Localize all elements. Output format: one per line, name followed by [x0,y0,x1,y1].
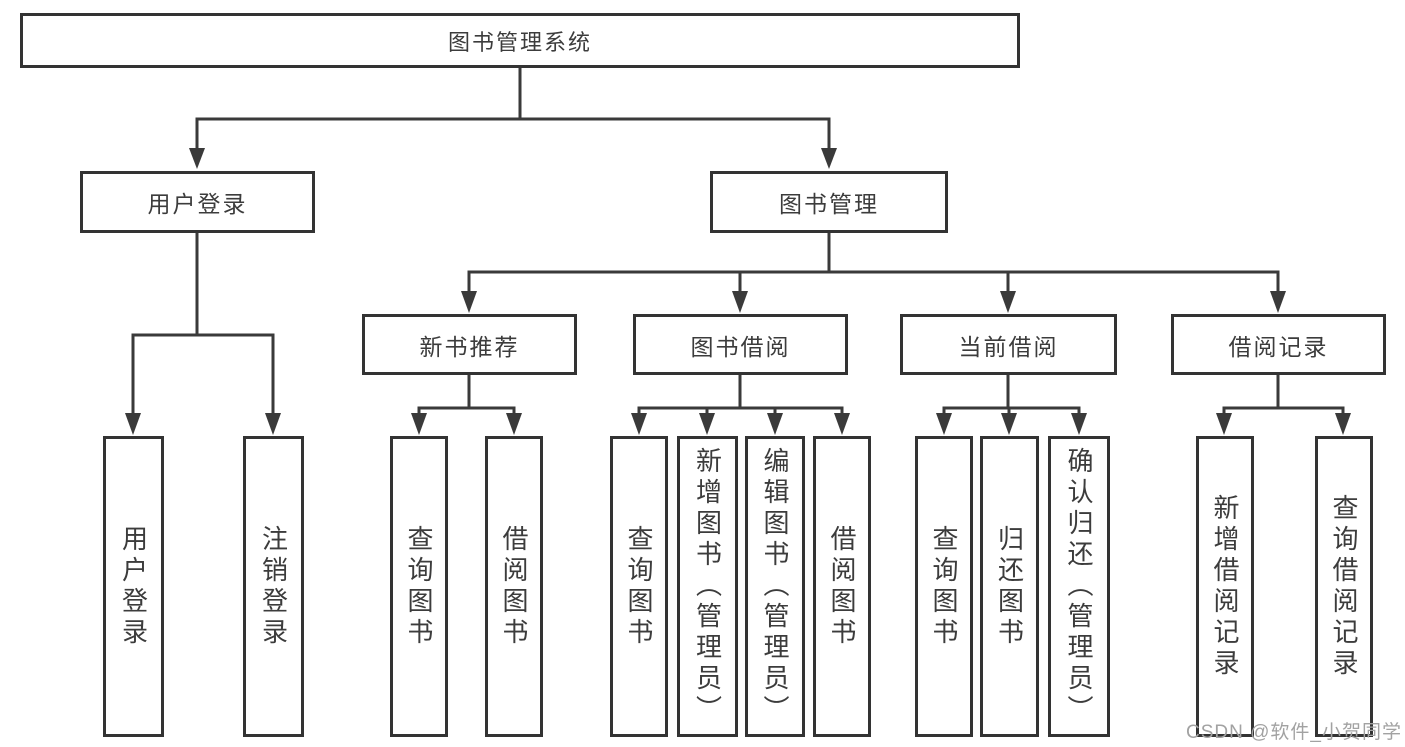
arrowhead-book-mgmt [821,148,837,169]
connector-book-borrow-to-leaves [637,375,844,416]
node-label: 归还图书 [994,524,1025,649]
leaf-return-book: 归还图书 [980,436,1039,737]
node-current-borrow: 当前借阅 [900,314,1117,375]
node-label: 当前借阅 [958,333,1059,360]
node-label: 新增图书（管理员） [692,447,723,726]
arrowhead-leaf-edit-book [767,413,783,435]
arrowhead-leaf-borrow-book-2 [834,413,850,435]
connector-root-to-level2 [195,68,831,152]
arrowhead-leaf-borrow-book-1 [506,413,522,435]
leaf-query-book-newbook: 查询图书 [390,436,448,737]
connector-current-borrow-to-leaves [942,375,1081,416]
node-label: 新书推荐 [419,333,520,360]
connector-new-book-to-leaves [417,375,516,416]
leaf-user-login: 用户登录 [103,436,164,737]
node-label: 用户登录 [147,191,248,217]
arrowhead-user-login [189,148,205,169]
leaf-logout: 注销登录 [243,436,304,737]
node-library-system: 图书管理系统 [20,13,1020,68]
node-label: 借阅图书 [499,524,529,649]
arrowhead-leaf-add-record [1216,413,1232,435]
node-borrow-records: 借阅记录 [1171,314,1386,375]
node-user-login: 用户登录 [80,171,315,233]
connector-book-mgmt-to-level3 [467,232,1280,294]
arrowhead-new-book [461,291,477,313]
arrowhead-leaf-query-book-2 [631,413,647,435]
node-new-book-recommend: 新书推荐 [362,314,577,375]
connector-user-login-to-leaves [131,232,275,416]
node-book-management: 图书管理 [710,171,948,233]
arrowhead-leaf-add-book [699,413,715,435]
leaf-edit-book-admin: 编辑图书（管理员） [745,436,805,737]
leaf-query-book-borrow: 查询图书 [610,436,668,737]
node-label: 确认归还（管理员） [1064,447,1094,726]
node-label: 查询图书 [404,524,434,649]
leaf-add-borrow-record: 新增借阅记录 [1196,436,1254,737]
arrowhead-leaf-return-book [1001,413,1017,435]
node-label: 编辑图书（管理员） [760,447,790,726]
arrowhead-leaf-query-record [1335,413,1351,435]
node-label: 借阅图书 [827,524,857,649]
node-label: 图书管理系统 [447,29,592,55]
arrowhead-current-borrow [1000,291,1016,313]
leaf-borrow-book-newbook: 借阅图书 [485,436,543,737]
arrowhead-book-borrow [732,291,748,313]
arrowhead-leaf-query-book-1 [411,413,427,435]
arrowhead-leaf-confirm-return [1071,413,1087,435]
arrowhead-leaf-user-login [125,413,141,435]
node-label: 新增借阅记录 [1210,493,1240,680]
arrowhead-leaf-query-book-3 [936,413,952,435]
node-label: 注销登录 [258,524,289,649]
node-label: 用户登录 [118,524,149,649]
leaf-add-book-admin: 新增图书（管理员） [677,436,738,737]
node-label: 图书管理 [779,191,879,217]
node-label: 查询图书 [624,524,654,649]
arrowhead-leaf-logout [265,413,281,435]
csdn-watermark: CSDN @软件_小贺同学 [1186,722,1402,743]
node-label: 借阅记录 [1228,333,1329,360]
leaf-query-borrow-record: 查询借阅记录 [1315,436,1373,737]
leaf-confirm-return-admin: 确认归还（管理员） [1048,436,1110,737]
leaf-query-book-current: 查询图书 [915,436,973,737]
node-label: 查询图书 [929,524,959,649]
node-book-borrow: 图书借阅 [633,314,848,375]
node-label: 图书借阅 [690,333,791,360]
arrowhead-records [1270,291,1286,313]
node-label: 查询借阅记录 [1329,493,1359,680]
leaf-borrow-book-borrow: 借阅图书 [813,436,871,737]
connector-records-to-leaves [1222,375,1345,416]
